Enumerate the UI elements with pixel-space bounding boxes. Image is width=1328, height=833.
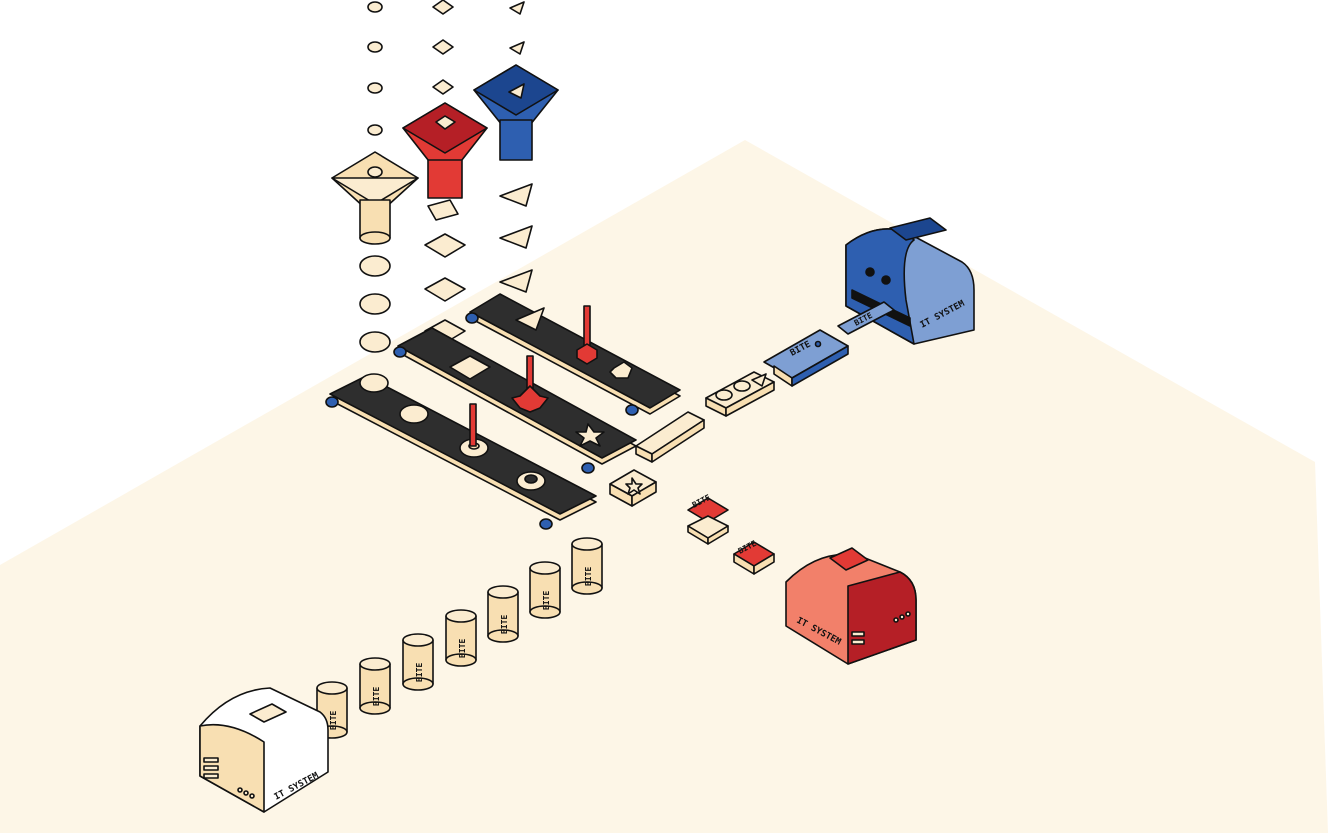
blue-it-system-machine: BITE IT SYSTEM xyxy=(837,217,975,345)
bite-can: BITE xyxy=(571,537,603,595)
bite-can: BITE xyxy=(359,657,391,715)
svg-text:BITE: BITE xyxy=(415,663,424,682)
falling-squares xyxy=(432,0,454,95)
star-box xyxy=(609,469,657,507)
falling-large-discs xyxy=(359,255,391,353)
bite-can: BITE xyxy=(487,585,519,643)
bite-can: BITE xyxy=(402,633,434,691)
svg-text:BITE: BITE xyxy=(584,567,593,586)
red-hopper xyxy=(402,102,488,221)
svg-text:BITE: BITE xyxy=(372,687,381,706)
svg-text:BITE: BITE xyxy=(329,711,338,730)
stamp-piston-2 xyxy=(511,355,549,413)
floor-plane xyxy=(0,140,1328,833)
blue-hopper xyxy=(473,64,559,161)
falling-discs xyxy=(367,1,383,136)
blue-envelope-box: BITE xyxy=(763,329,849,387)
stamp-piston-3 xyxy=(576,305,598,365)
conveyor-belt-3 xyxy=(465,293,681,416)
falling-large-triangles xyxy=(499,183,533,293)
svg-text:BITE: BITE xyxy=(542,591,551,610)
shape-tray xyxy=(705,371,775,417)
svg-text:BITE: BITE xyxy=(500,615,509,634)
empty-tray xyxy=(635,411,705,463)
bite-can: BITE xyxy=(445,609,477,667)
falling-large-squares xyxy=(424,233,466,344)
red-bite-box-1: BITE xyxy=(687,493,729,545)
bite-cans-row: BITE BITE BITE BITE BITE xyxy=(316,537,603,739)
svg-text:BITE: BITE xyxy=(458,639,467,658)
red-bite-box-2: BITE xyxy=(733,539,775,575)
conveyor-belt-1 xyxy=(325,373,597,530)
red-it-system-machine: IT SYSTEM xyxy=(785,547,917,665)
bite-can: BITE xyxy=(529,561,561,619)
stamp-piston-1 xyxy=(469,403,477,447)
cream-hopper xyxy=(331,151,419,245)
